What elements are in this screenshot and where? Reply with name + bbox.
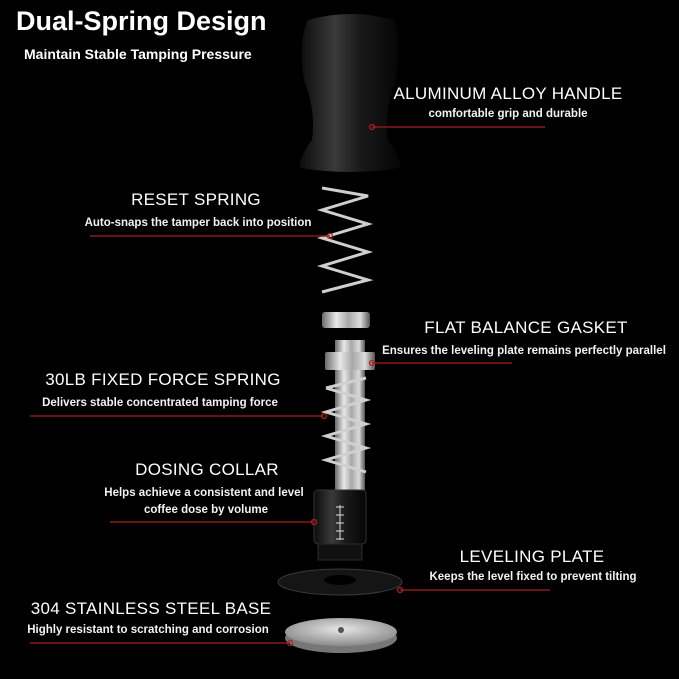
callout-text-force-spring: Delivers stable concentrated tamping for…: [42, 397, 278, 409]
callout-title-reset-spring: RESET SPRING: [131, 190, 261, 209]
callout-text-dosing-collar: Helps achieve a consistent and level: [104, 487, 304, 499]
callout-title-gasket: FLAT BALANCE GASKET: [424, 318, 628, 337]
callout-lines: [30, 126, 550, 644]
callout-text-reset-spring: Auto-snaps the tamper back into position: [84, 217, 312, 229]
callout-title-base: 304 STAINLESS STEEL BASE: [30, 599, 272, 618]
callout-title-dosing-collar: DOSING COLLAR: [135, 460, 279, 479]
dosing-scale: [336, 505, 344, 540]
callout-text-leveling-plate: Keeps the level fixed to prevent tilting: [429, 571, 637, 583]
callout-text2-dosing-collar: coffee dose by volume: [144, 504, 268, 516]
callout-text-handle: comfortable grip and durable: [428, 108, 588, 120]
callout-title-leveling-plate: LEVELING PLATE: [459, 547, 605, 566]
page-title: Dual-Spring Design: [16, 6, 267, 36]
shaft-collar: [325, 352, 375, 370]
reset-spring: [316, 186, 374, 294]
flat-balance-gasket: [322, 312, 370, 328]
callout-text-base: Highly resistant to scratching and corro…: [27, 624, 269, 636]
fixed-force-spring: [320, 376, 372, 474]
callout-title-handle: ALUMINUM ALLOY HANDLE: [393, 84, 623, 103]
handle: [299, 14, 401, 172]
page-subtitle: Maintain Stable Tamping Pressure: [24, 46, 252, 62]
callout-title-force-spring: 30LB FIXED FORCE SPRING: [45, 370, 281, 389]
callout-text-gasket: Ensures the leveling plate remains perfe…: [382, 345, 666, 357]
